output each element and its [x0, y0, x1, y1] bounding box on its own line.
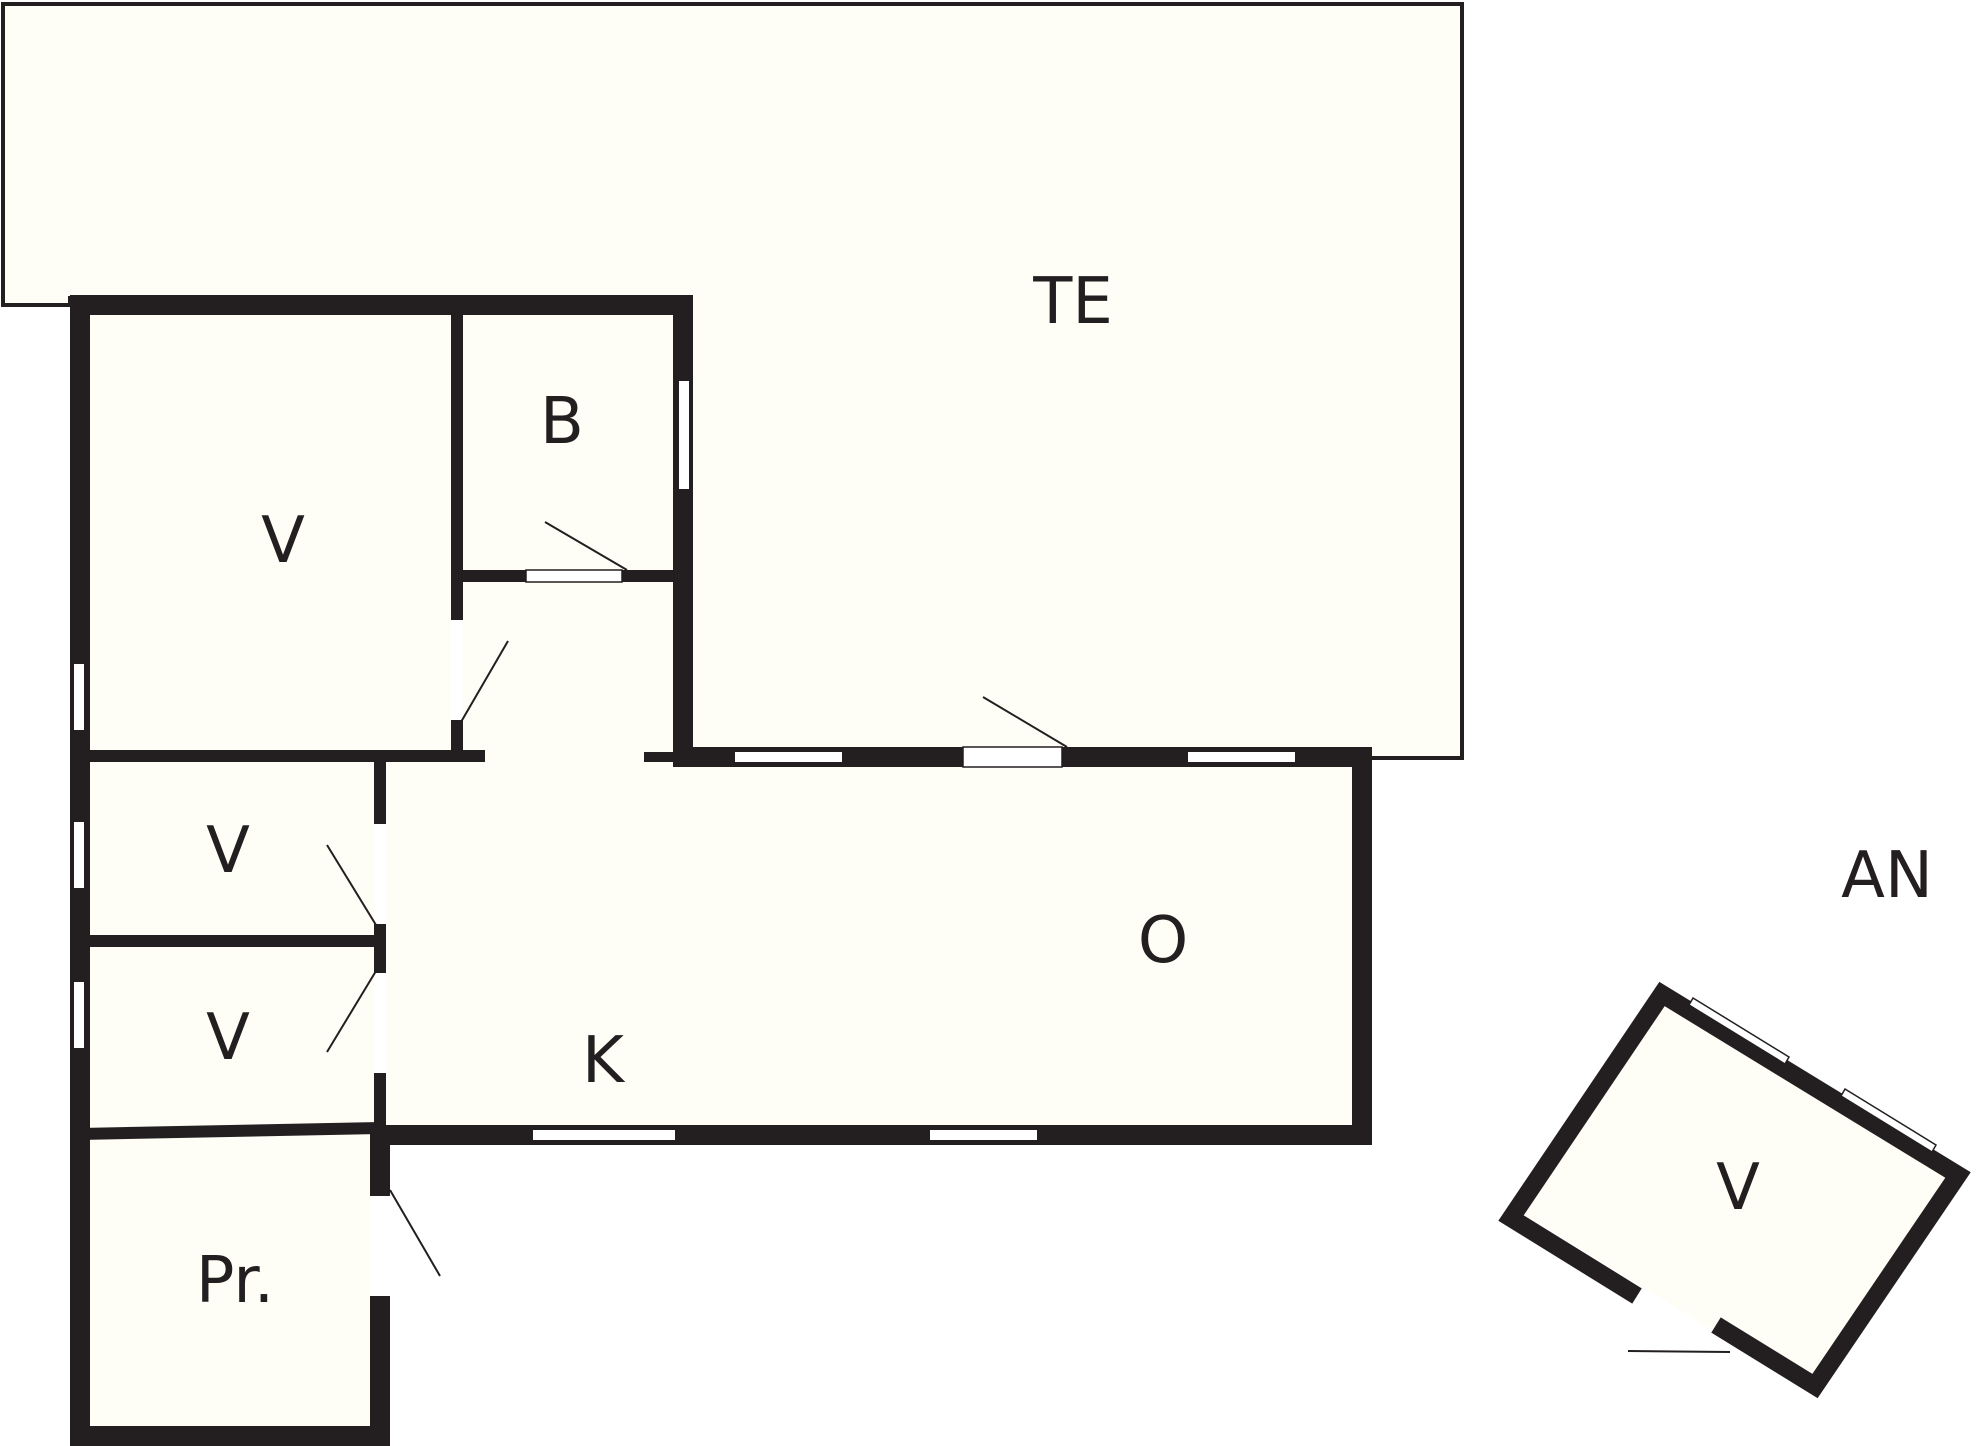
wall-living-right	[1352, 747, 1372, 1145]
window-living-top-right	[1188, 752, 1295, 762]
label-annex: AN	[1841, 839, 1933, 913]
annex-window-1	[1687, 996, 1791, 1066]
wall-bedroom-middle-bottom	[80, 935, 380, 947]
window-kitchen-bottom-left	[533, 1130, 675, 1140]
bedroom-middle-floor	[80, 754, 380, 940]
wall-storage-bottom	[70, 1426, 390, 1446]
kitchen-living-floor	[380, 758, 1370, 1132]
door-swing-bedroom-middle	[326, 844, 377, 926]
door-swings	[326, 521, 1068, 1277]
door-opening-terrace	[963, 747, 1062, 767]
window-kitchen-bottom-right	[930, 1130, 1037, 1140]
door-swing-storage	[389, 1189, 441, 1277]
label-annex-bedroom: V	[1716, 1151, 1760, 1225]
annex-door-swing	[1627, 1350, 1731, 1353]
room-labels: TE B V V V O K Pr. V AN	[196, 265, 1933, 1318]
label-living-room: O	[1138, 904, 1188, 978]
wall-bedroom-lower-bottom	[80, 1122, 380, 1140]
storage-floor	[80, 1132, 380, 1438]
door-opening-bedroom-top	[451, 620, 463, 720]
window-bedroom-lower-left	[74, 982, 84, 1048]
window-frames	[525, 569, 1063, 768]
openings	[74, 381, 1295, 1296]
wall-hall-stub	[644, 752, 680, 762]
door-swing-terrace	[982, 696, 1068, 748]
wall-bedroom-top-bottom	[80, 750, 485, 762]
label-bedroom-middle: V	[206, 814, 250, 888]
annex-building	[1498, 981, 1971, 1399]
door-opening-bedroom-lower	[374, 973, 386, 1073]
hall-floor	[458, 576, 680, 766]
bathroom-floor	[458, 308, 680, 576]
label-storage: Pr.	[196, 1244, 274, 1318]
annex-floor	[1514, 983, 1965, 1392]
window-bedroom-middle-left	[74, 822, 84, 888]
annex-window-2	[1839, 1087, 1938, 1154]
window-living-top-left	[735, 752, 842, 762]
window-bedroom-top-left	[74, 664, 84, 730]
annex-wall-main	[1498, 981, 1971, 1399]
door-swing-bedroom-lower	[326, 970, 377, 1053]
bedroom-top-floor	[80, 308, 458, 754]
door-swing-bedroom-top	[460, 640, 509, 723]
label-terrace: TE	[1032, 265, 1113, 339]
door-opening-hall	[485, 748, 644, 764]
wall-bath-right	[673, 295, 693, 765]
label-bedroom-lower: V	[206, 1001, 250, 1075]
annex-walls	[1498, 981, 1971, 1399]
window-bath-right	[679, 381, 689, 489]
annex-windows	[1687, 996, 1938, 1154]
door-swing-bath	[544, 521, 628, 571]
door-opening-bath	[526, 570, 622, 582]
house-floor	[80, 308, 1370, 1438]
label-bedroom-top: V	[261, 504, 305, 578]
wall-top	[70, 295, 693, 315]
bedroom-lower-floor	[80, 940, 380, 1130]
wall-kitchen-bottom	[380, 1125, 1372, 1145]
door-opening-storage	[370, 1196, 390, 1296]
label-kitchen: K	[582, 1024, 626, 1098]
door-opening-bedroom-middle	[374, 824, 386, 924]
label-bathroom: B	[540, 385, 584, 459]
